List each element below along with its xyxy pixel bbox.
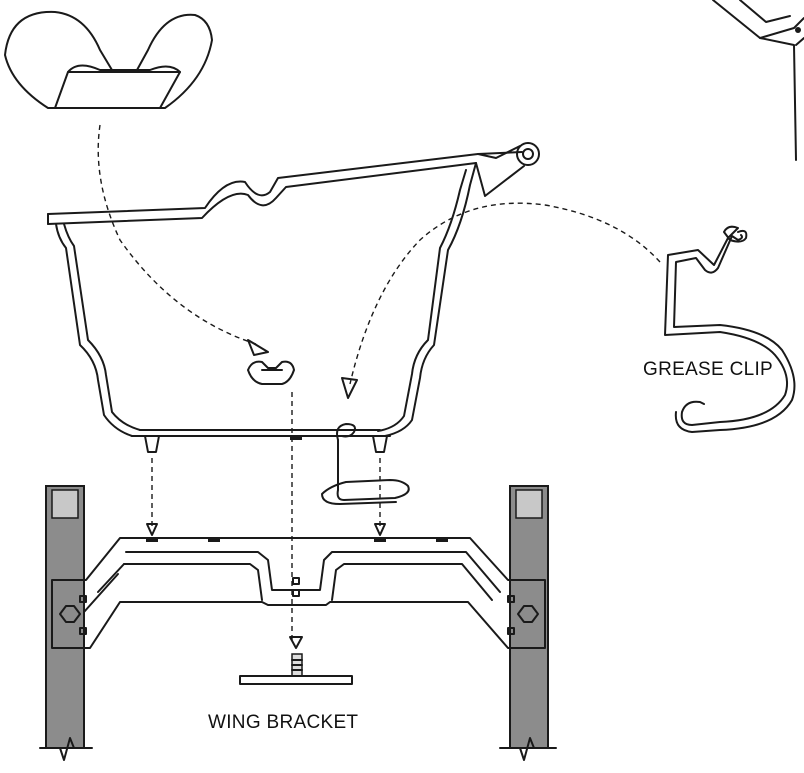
fryer-pot-icon [47,142,540,453]
bolt-icon [239,653,353,685]
grease-clip-installed-icon [321,423,410,505]
grease-clip-label: GREASE CLIP [643,359,773,380]
wing-nut-icon [247,360,295,385]
wing-bracket-label: WING BRACKET [208,712,358,733]
right-leg-icon [499,485,557,761]
wing-nut-closeup-icon [4,10,213,109]
left-leg-icon [39,485,93,761]
wing-bracket-icon [51,537,546,649]
corner-unit-icon [712,0,804,161]
pointer-lines [97,124,661,649]
grease-clip-icon [664,225,796,433]
